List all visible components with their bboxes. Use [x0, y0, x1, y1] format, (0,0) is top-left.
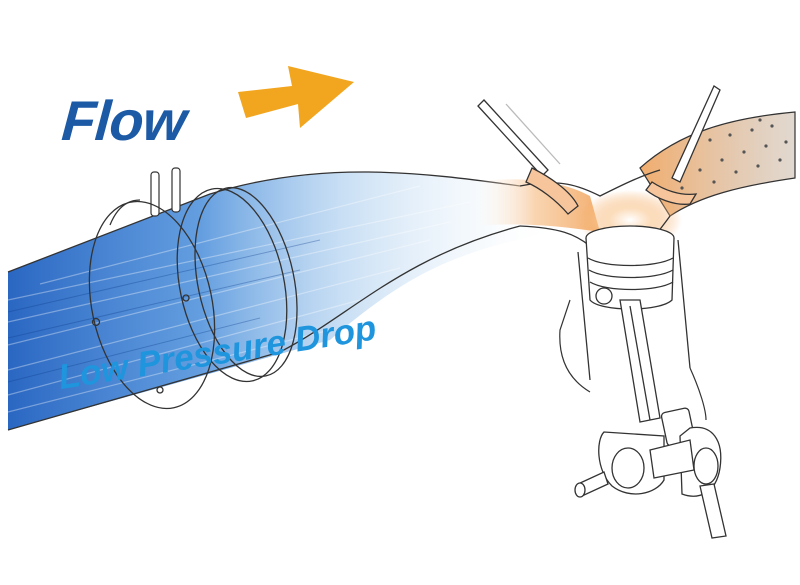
sensor-tubes: [150, 167, 181, 217]
engine-block: [559, 299, 707, 421]
piston: [585, 225, 675, 310]
intake-pipe: [7, 171, 521, 431]
engine-valve: [477, 85, 721, 215]
connecting-rod: [619, 299, 696, 447]
cylinder-walls: [577, 239, 691, 381]
crankshaft: [574, 426, 727, 539]
exhaust-port: [639, 111, 796, 217]
filter-flange: [88, 186, 298, 410]
flow-arrow-icon: [238, 66, 354, 128]
flow-label: Flow: [59, 89, 188, 152]
air-stream: [7, 171, 560, 431]
